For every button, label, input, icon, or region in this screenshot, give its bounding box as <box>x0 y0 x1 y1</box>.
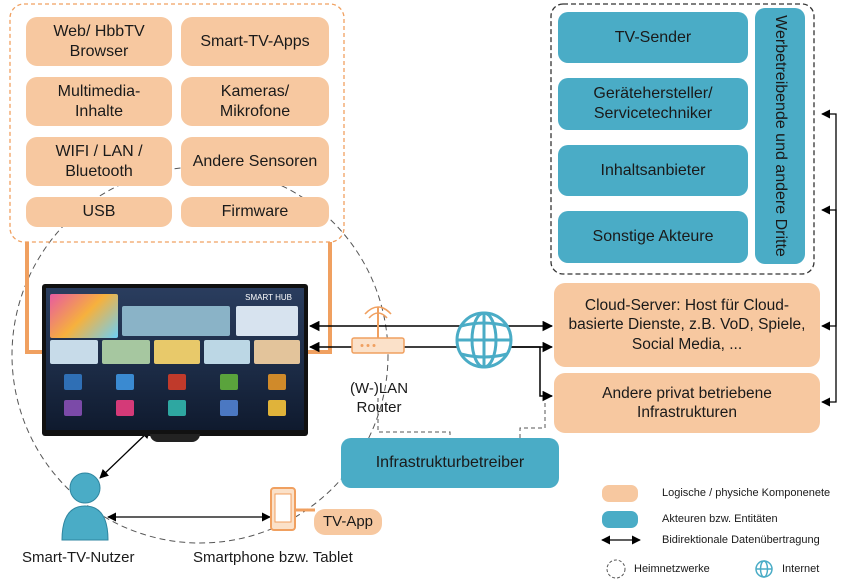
cameras-label: Kameras/ Mikrofone <box>219 82 291 120</box>
tv-stand <box>150 434 200 442</box>
tv-tile-promo <box>50 294 118 338</box>
wifi-label: WIFI / LAN / Bluetooth <box>55 142 143 180</box>
dashed-router-infra <box>377 398 451 438</box>
tv-app-icon-6 <box>64 400 82 416</box>
legend-internet-label: Internet <box>782 563 820 575</box>
tv-app-icon-1 <box>64 374 82 390</box>
infra-operator-box: Infrastrukturbetreiber <box>341 438 559 488</box>
tv-app-box: TV-App <box>314 509 382 535</box>
arrow-user-tv <box>99 429 151 479</box>
tv-app-icon-4 <box>220 374 238 390</box>
legend-actor-swatch <box>602 511 638 528</box>
tv-app-icon-9 <box>220 400 238 416</box>
tv-app-icon-2 <box>116 374 134 390</box>
manufacturer-label: Gerätehersteller/ Servicetechniker <box>593 85 713 122</box>
cloud-server-box: Cloud-Server: Host für Cloud-basierte Di… <box>554 283 820 367</box>
cameras-box: Kameras/ Mikrofone <box>181 77 329 126</box>
tv-app-icon-10 <box>268 400 286 416</box>
arrow-right-top <box>821 109 837 331</box>
tv-app-icon-8 <box>168 400 186 416</box>
manufacturer-box: Gerätehersteller/ Servicetechniker <box>558 78 748 130</box>
tv-tile-video <box>122 306 230 336</box>
usb-box: USB <box>26 197 172 227</box>
private-infra-box: Andere privat betriebene Infrastrukturen <box>554 373 820 433</box>
content-provider-label: Inhaltsanbieter <box>600 161 706 179</box>
tv-app-icon-5 <box>268 374 286 390</box>
dashed-infra-private <box>519 402 546 438</box>
private-infra-label: Andere privat betriebene Infrastrukturen <box>602 384 772 421</box>
legend-actors-label: Akteuren bzw. Entitäten <box>662 513 778 525</box>
user-label: Smart-TV-Nutzer <box>22 549 135 566</box>
other-actors-box: Sonstige Akteure <box>558 211 748 263</box>
tv-tile-3 <box>154 340 200 364</box>
tv-tile-4 <box>204 340 250 364</box>
browser-box: Web/ HbbTV Browser <box>26 17 172 66</box>
tv-sender-box: TV-Sender <box>558 12 748 63</box>
multimedia-label: Multimedia-Inhalte <box>57 82 141 120</box>
firmware-label: Firmware <box>221 203 289 220</box>
legend-components-label: Logische / physiche Komponenete <box>662 487 831 499</box>
arrow-right-bottom <box>821 205 837 407</box>
infra-operator-label: Infrastrukturbetreiber <box>375 454 525 471</box>
content-provider-box: Inhaltsanbieter <box>558 145 748 196</box>
actors-group-border <box>550 3 815 275</box>
tv-app-label: TV-App <box>322 512 374 530</box>
advertisers-box: Werbetreibende und andere Dritte <box>755 8 805 264</box>
smart-tv: SMART HUB <box>42 284 308 442</box>
legend-component-swatch <box>602 485 638 502</box>
legend-home-network-label: Heimnetzwerke <box>634 563 710 575</box>
smart-tv-apps-label: Smart-TV-Apps <box>200 32 310 50</box>
other-actors-label: Sonstige Akteure <box>592 228 714 245</box>
tv-sender-label: TV-Sender <box>614 28 692 46</box>
arrow-to-private-infra <box>470 346 554 402</box>
cloud-server-label: Cloud-Server: Host für Cloud-basierte Di… <box>568 296 806 353</box>
legend-bidirectional-label: Bidirektionale Datenübertragung <box>662 534 820 546</box>
smart-hub-label: SMART HUB <box>245 293 292 302</box>
sensors-label: Andere Sensoren <box>192 152 318 170</box>
usb-label: USB <box>82 203 116 220</box>
multimedia-box: Multimedia-Inhalte <box>26 77 172 126</box>
advertisers-label: Werbetreibende und andere Dritte <box>772 15 790 257</box>
smart-tv-apps-box: Smart-TV-Apps <box>181 17 329 66</box>
firmware-box: Firmware <box>181 197 329 227</box>
wifi-box: WIFI / LAN / Bluetooth <box>26 137 172 186</box>
browser-label: Web/ HbbTV Browser <box>53 22 145 60</box>
tv-screen: SMART HUB <box>46 288 304 430</box>
tv-tile-2 <box>102 340 150 364</box>
tv-app-icon-3 <box>168 374 186 390</box>
phone-label: Smartphone bzw. Tablet <box>193 549 353 566</box>
router-label: (W-)LAN Router <box>349 380 409 416</box>
tv-tile-5 <box>254 340 300 364</box>
tv-tile-1 <box>50 340 98 364</box>
tv-tile-brand <box>236 306 298 336</box>
sensors-box: Andere Sensoren <box>181 137 329 186</box>
tv-app-icon-7 <box>116 400 134 416</box>
